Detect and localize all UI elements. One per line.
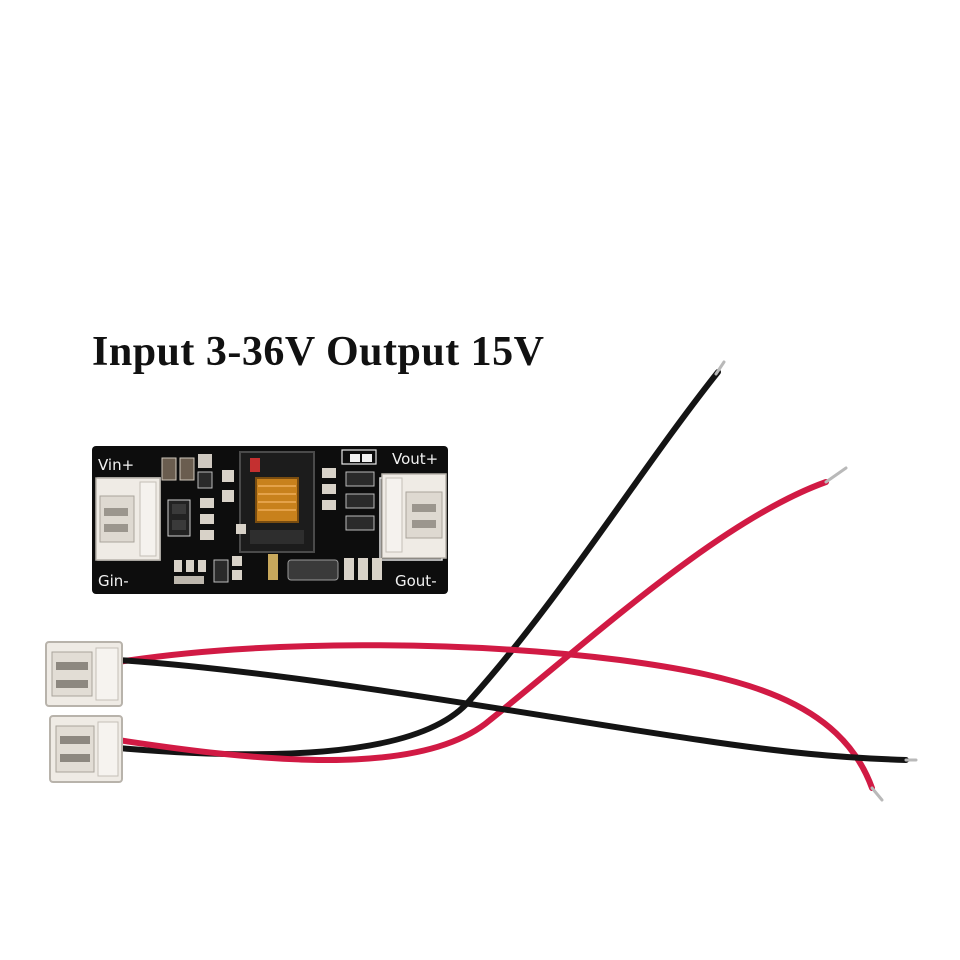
dc-dc-converter-board: Vin+ Gin- Vout+ Gout- (92, 446, 448, 594)
label-vin-plus: Vin+ (98, 456, 134, 474)
red-wire-lower (115, 642, 875, 791)
output-side-parts (222, 454, 382, 581)
wire-tip-1 (714, 360, 726, 376)
headline-caption: Input 3-36V Output 15V (92, 329, 545, 375)
wire-tip-3 (870, 786, 884, 802)
input-connector (95, 477, 161, 561)
wire-tip-2 (824, 466, 848, 484)
red-wire-right (115, 479, 829, 763)
loose-connector-lower (49, 715, 123, 783)
input-capacitors (161, 454, 214, 540)
label-vout-plus: Vout+ (392, 450, 438, 468)
output-connector (381, 473, 447, 559)
small-smd-parts (174, 554, 278, 584)
cable-wires (115, 360, 918, 802)
black-wire-right (115, 657, 909, 763)
loose-connector-upper (45, 641, 123, 707)
label-gin-minus: Gin- (98, 572, 129, 590)
transformer (239, 451, 315, 553)
silk-outline-led (341, 449, 377, 465)
label-gout-minus: Gout- (395, 572, 437, 590)
